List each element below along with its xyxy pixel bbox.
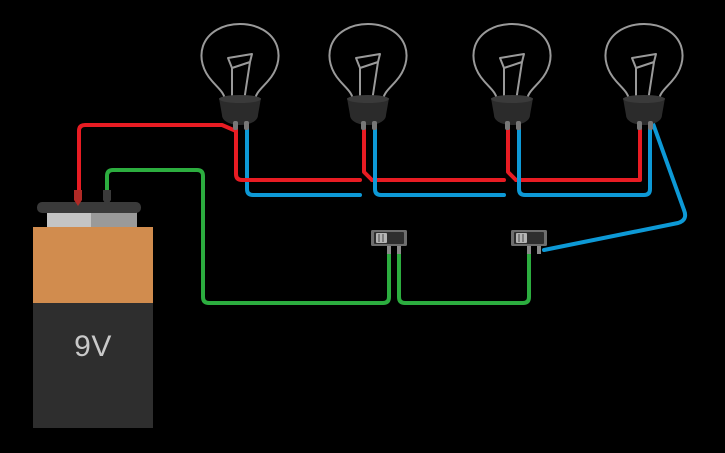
switch-slider-1[interactable] (376, 233, 387, 243)
bulb-glass-1 (200, 23, 280, 102)
light-bulb-1[interactable] (200, 23, 280, 130)
bulb-pin-left-3 (505, 121, 510, 130)
slide-switch-1[interactable] (371, 230, 407, 254)
bulb-glass-2 (328, 23, 408, 102)
bulb-pin-right-3 (516, 121, 521, 130)
light-bulb-3[interactable] (472, 23, 552, 130)
bulb-filament-3 (499, 53, 525, 102)
battery-voltage-label: 9V (74, 330, 112, 363)
bulb-glass-4 (604, 23, 684, 102)
bulb-filament-4 (631, 53, 657, 102)
wire-layer (77, 116, 688, 305)
wire-bulb4-to-switch2[interactable] (542, 116, 688, 252)
bulb-pin-right-1 (244, 121, 249, 130)
wire-bulb3-to-blue-bus[interactable] (517, 116, 652, 197)
wire-bulb1-to-blue-bus[interactable] (245, 116, 362, 197)
battery-top-band (33, 227, 153, 303)
switch-pin-left-1 (387, 244, 391, 254)
switch-pin-right-1 (397, 244, 401, 254)
switch-pin-right-2 (537, 244, 541, 254)
wire-switch1-to-switch2[interactable] (397, 250, 531, 305)
bulb-collar-2 (347, 95, 389, 103)
bulb-group (200, 23, 684, 130)
switch-pin-left-2 (527, 244, 531, 254)
switch-slider-groove-2b (522, 234, 524, 242)
battery-plug-negative (103, 190, 111, 206)
switch-slider-2[interactable] (516, 233, 527, 243)
bulb-collar-1 (219, 95, 261, 103)
bulb-base-1 (219, 98, 261, 125)
battery-cap-bar (37, 202, 141, 213)
bulb-base-3 (491, 98, 533, 125)
bulb-base-2 (347, 98, 389, 125)
wire-battery-negative-to-switch1[interactable] (105, 168, 391, 305)
bulb-pin-left-2 (361, 121, 366, 130)
bulb-base-4 (623, 98, 665, 125)
wire-battery-positive-to-bulb1[interactable] (77, 118, 238, 202)
wire-bulb2-to-blue-bus[interactable] (373, 116, 506, 197)
bulb-collar-3 (491, 95, 533, 103)
bulb-glass-3 (472, 23, 552, 102)
battery-9v[interactable]: 9V (33, 190, 153, 428)
bulb-filament-1 (227, 53, 253, 102)
light-bulb-4[interactable] (604, 23, 684, 130)
bulb-collar-4 (623, 95, 665, 103)
switch-group (371, 230, 547, 254)
battery-plug-positive (74, 190, 82, 206)
bulb-pin-right-2 (372, 121, 377, 130)
switch-slider-groove-1a (378, 234, 380, 242)
wire-red-bus-bulb1-to-bulb2[interactable] (234, 122, 362, 182)
battery-body (33, 303, 153, 428)
bulb-pin-left-4 (637, 121, 642, 130)
switch-slider-groove-1b (382, 234, 384, 242)
bulb-pin-right-4 (648, 121, 653, 130)
slide-switch-2[interactable] (511, 230, 547, 254)
light-bulb-2[interactable] (328, 23, 408, 130)
switch-slider-groove-2a (518, 234, 520, 242)
bulb-pin-left-1 (233, 121, 238, 130)
wire-red-bus-bulb3-to-bulb4[interactable] (514, 118, 642, 182)
bulb-filament-2 (355, 53, 381, 102)
